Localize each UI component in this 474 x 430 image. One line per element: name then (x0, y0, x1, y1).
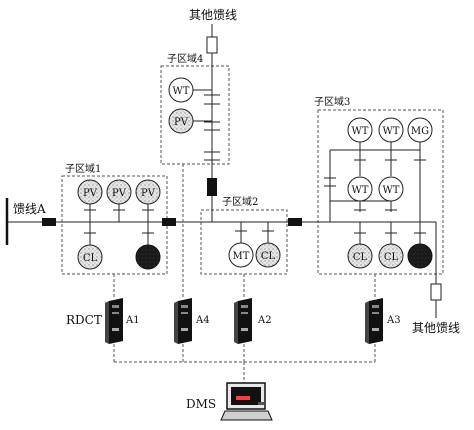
dms-computer-icon (220, 382, 273, 421)
subarea1-pv3-label: PV (141, 188, 156, 199)
subarea3-wt2-node (378, 117, 404, 143)
agent-a4-device (174, 298, 192, 344)
subarea3-cl2-node (378, 243, 404, 269)
agent-a3-label: A3 (386, 315, 401, 326)
subarea4-wt-node (168, 77, 194, 103)
subarea3-cl1-node (347, 243, 373, 269)
subarea4-box (160, 65, 230, 165)
top-feeder-label: 其他馈线 (189, 8, 237, 22)
agent-a2-device (234, 298, 252, 344)
breaker-subarea1-2 (162, 218, 176, 226)
subarea2-cl-node (255, 242, 281, 268)
subarea4-pv-node (168, 108, 194, 134)
subarea2-label: 子区域2 (222, 195, 258, 208)
dms-label: DMS (186, 397, 216, 411)
subarea2-mt-node (228, 242, 254, 268)
breaker-subarea2-3 (288, 218, 302, 226)
breaker-feeder-a (42, 218, 56, 226)
agent-a4-label: A4 (195, 315, 210, 326)
subarea1-pv1-node (77, 179, 103, 205)
feeder-a-label: 馈线A (13, 202, 46, 216)
subarea1-pv2-label: PV (112, 188, 127, 199)
subarea3-storage-node (407, 243, 433, 269)
subarea1-pv3-node (135, 179, 161, 205)
right-feeder-fuse (430, 283, 442, 301)
top-feeder-fuse (206, 36, 218, 54)
rdct-label: RDCT (66, 313, 102, 327)
subarea1-label: 子区域1 (65, 162, 101, 175)
subarea1-cl-label: CL (83, 253, 98, 264)
subarea1-pv2-node (106, 179, 132, 205)
subarea3-cl1-label: CL (353, 252, 368, 263)
subarea3-wt1-node (347, 117, 373, 143)
subarea3-wt2-label: WT (383, 126, 400, 137)
subarea3-mg-node (407, 117, 433, 143)
agent-a1-device (105, 298, 123, 344)
agent-a2-label: A2 (257, 315, 272, 326)
subarea4-label: 子区域4 (167, 52, 203, 65)
subarea3-wt3-label: WT (352, 185, 369, 196)
right-feeder-label: 其他馈线 (412, 321, 460, 335)
subarea3-wt4-node (378, 176, 404, 202)
subarea3-wt1-label: WT (352, 126, 369, 137)
subarea3-mg-label: MG (411, 126, 429, 137)
agent-a1-label: A1 (125, 315, 140, 326)
subarea3-wt3-node (347, 176, 373, 202)
subarea1-pv1-label: PV (83, 188, 98, 199)
subarea3-wt4-label: WT (383, 185, 400, 196)
subarea3-cl2-label: CL (384, 252, 399, 263)
subarea1-storage-node (135, 244, 161, 270)
subarea1-cl-node (77, 244, 103, 270)
breaker-subarea4 (207, 178, 217, 196)
subarea2-mt-label: MT (233, 251, 250, 262)
subarea3-box (317, 109, 444, 275)
agent-a3-device (365, 298, 383, 344)
subarea4-pv-label: PV (174, 117, 189, 128)
subarea3-label: 子区域3 (314, 95, 350, 108)
subarea4-wt-label: WT (173, 86, 190, 97)
subarea2-cl-label: CL (261, 251, 276, 262)
